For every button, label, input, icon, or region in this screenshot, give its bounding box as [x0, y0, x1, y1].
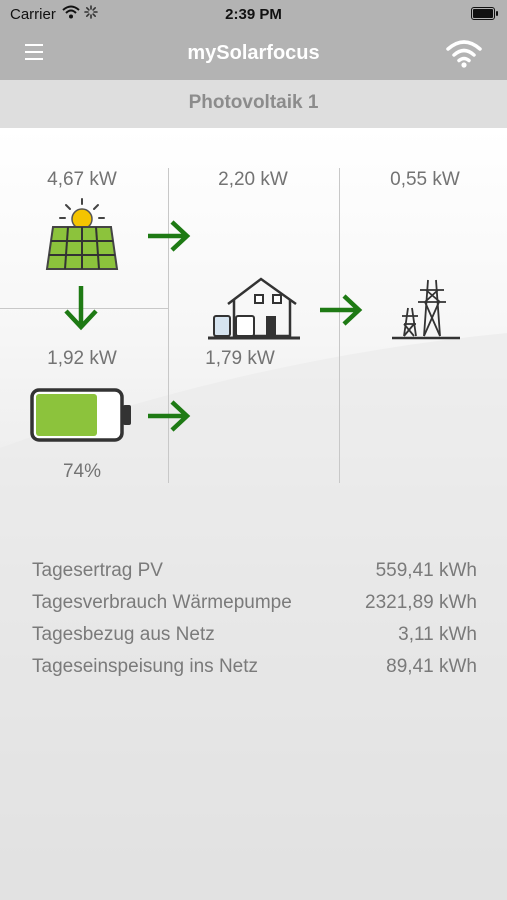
hamburger-icon[interactable]	[25, 44, 43, 60]
stat-label: Tagesertrag PV	[32, 560, 163, 581]
solar-panel-icon	[45, 198, 119, 270]
arrow-right-icon	[148, 400, 191, 432]
stat-value: 559,41 kWh	[375, 560, 477, 581]
wifi-signal-icon	[62, 5, 80, 19]
device-title: Photovoltaik 1	[188, 92, 319, 113]
stat-label: Tagesbezug aus Netz	[32, 624, 215, 645]
pv-power-value: 4,67 kW	[47, 169, 117, 190]
activity-spinner-icon	[84, 5, 98, 19]
stat-label: Tageseinspeisung ins Netz	[32, 656, 259, 677]
stat-row: Tagesverbrauch Wärmepumpe 2321,89 kWh	[32, 592, 477, 624]
battery-icon	[30, 388, 131, 442]
arrow-right-icon	[148, 220, 191, 252]
status-bar: Carrier 2:39 PM	[0, 0, 507, 28]
wifi-icon[interactable]	[446, 38, 482, 68]
nav-bar: mySolarfocus	[0, 28, 507, 80]
clock: 2:39 PM	[225, 6, 282, 23]
divider-horizontal	[0, 308, 168, 309]
app-title: mySolarfocus	[187, 42, 320, 64]
stat-row: Tagesertrag PV 559,41 kWh	[32, 560, 477, 592]
divider-vertical-1	[168, 168, 169, 483]
arrow-right-icon	[320, 294, 363, 326]
divider-vertical-2	[339, 168, 340, 483]
stat-row: Tagesbezug aus Netz 3,11 kWh	[32, 624, 477, 656]
device-header: Photovoltaik 1	[0, 80, 507, 128]
stat-value: 3,11 kWh	[398, 624, 477, 645]
carrier-label: Carrier	[10, 6, 56, 23]
stat-row: Tageseinspeisung ins Netz 89,41 kWh	[32, 656, 477, 688]
energy-flow-panel: 4,67 kW 2,20 kW 0,55 kW 1,92 kW 1,79 kW …	[0, 128, 507, 900]
stat-value: 89,41 kWh	[386, 656, 477, 677]
grid-power-value: 0,55 kW	[390, 169, 460, 190]
battery-level-value: 74%	[62, 461, 102, 482]
power-grid-icon	[392, 279, 460, 340]
arrow-down-icon	[64, 286, 98, 331]
background-wave	[0, 333, 507, 900]
house-icon	[208, 277, 300, 340]
stat-label: Tagesverbrauch Wärmepumpe	[32, 592, 292, 613]
stat-value: 2321,89 kWh	[365, 592, 477, 613]
house-in-power-value: 2,20 kW	[218, 169, 288, 190]
battery-status-icon	[471, 7, 498, 20]
house-power-value: 1,79 kW	[205, 348, 275, 369]
battery-charge-power-value: 1,92 kW	[47, 348, 117, 369]
